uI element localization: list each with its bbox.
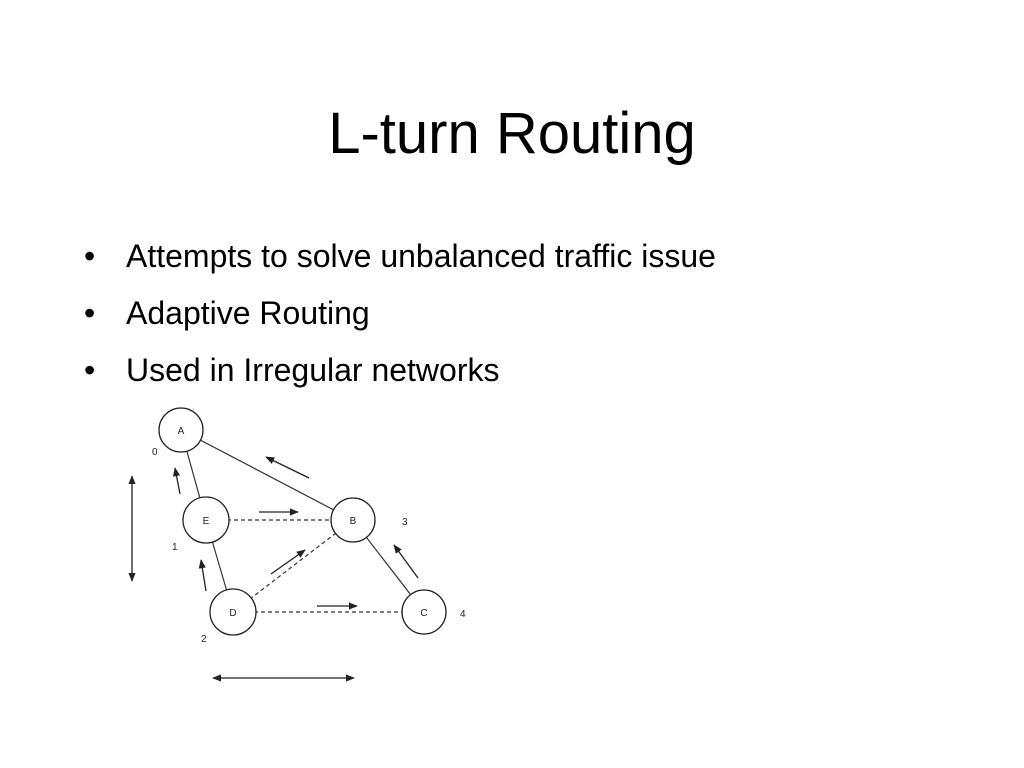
- direction-arrows: [128, 456, 419, 682]
- slide-title: L-turn Routing: [328, 101, 696, 166]
- bullet-dot-icon: •: [84, 295, 96, 331]
- bullet-item: • Attempts to solve unbalanced traffic i…: [84, 228, 716, 285]
- nodes-layer: A 0E 1D 2 B 3C 4: [152, 407, 466, 645]
- node-label-d: D: [229, 608, 236, 619]
- node-number-b: 3: [402, 517, 408, 528]
- bullet-dot-icon: •: [84, 352, 96, 388]
- arrow-up-left-icon: [393, 544, 419, 579]
- node-label-e: E: [203, 516, 210, 527]
- node-number-e: 1: [172, 542, 178, 553]
- edge-a-b: [180, 429, 354, 521]
- node-number-c: 4: [460, 609, 466, 620]
- bullet-item: • Adaptive Routing: [84, 285, 716, 342]
- bullet-list: • Attempts to solve unbalanced traffic i…: [84, 228, 716, 399]
- node-number-a: 0: [152, 447, 158, 458]
- node-label-c: C: [420, 608, 427, 619]
- bullet-dot-icon: •: [84, 238, 96, 274]
- node-number-d: 2: [201, 634, 207, 645]
- arrow-up-icon: [198, 559, 207, 592]
- node-c: [401, 589, 447, 635]
- arrow-left-up-icon: [265, 456, 310, 479]
- node-e: [182, 496, 230, 544]
- arrow-up-icon: [172, 467, 181, 495]
- bullet-text: Used in Irregular networks: [126, 352, 500, 388]
- bullet-text: Adaptive Routing: [126, 295, 370, 331]
- bullet-item: • Used in Irregular networks: [84, 342, 716, 399]
- arrow-up-right-icon: [270, 549, 306, 575]
- bullet-text: Attempts to solve unbalanced traffic iss…: [126, 238, 716, 274]
- node-a: [158, 407, 204, 453]
- node-b: [330, 497, 376, 543]
- node-label-b: B: [350, 516, 357, 527]
- node-d: [209, 588, 257, 636]
- node-label-a: A: [178, 426, 185, 437]
- edge-d-b: [232, 519, 354, 613]
